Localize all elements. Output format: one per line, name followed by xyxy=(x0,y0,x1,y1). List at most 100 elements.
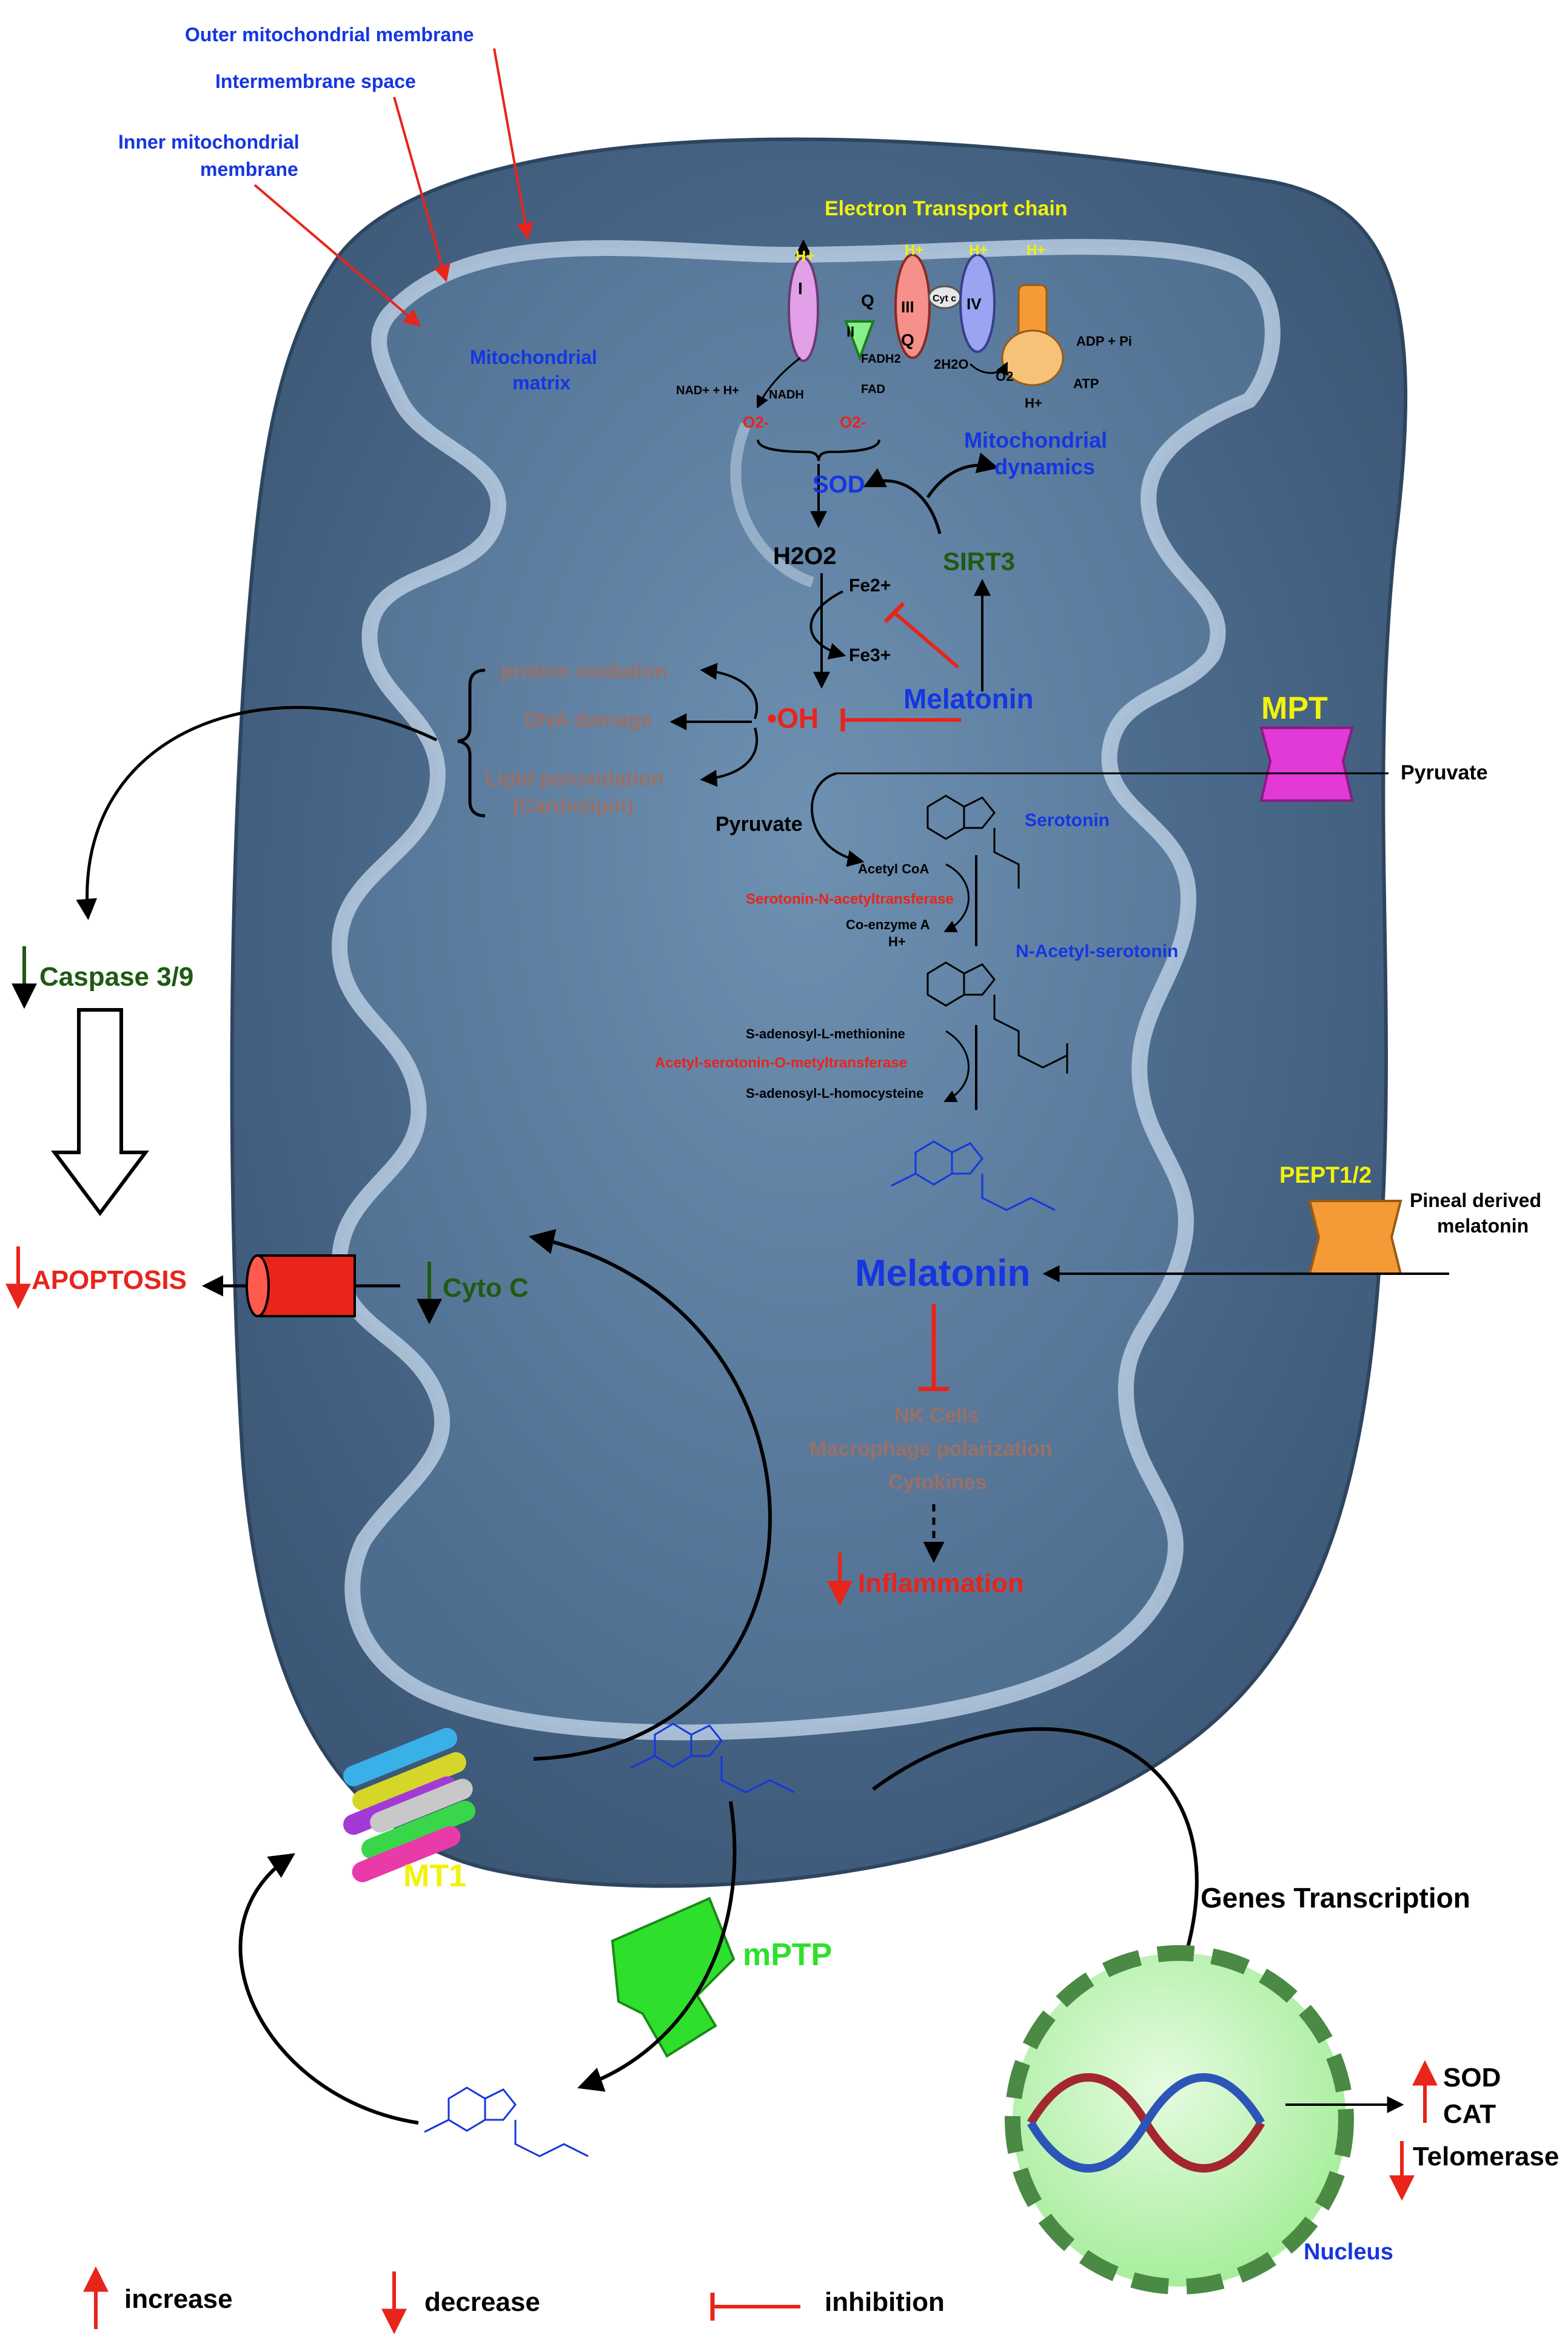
nas-structure xyxy=(926,961,1068,1074)
intermembrane-label: Intermembrane space xyxy=(215,70,416,92)
inner-membrane-label-1: Inner mitochondrial xyxy=(118,131,300,153)
legend-decrease: decrease xyxy=(424,2287,540,2317)
complex-1-label: I xyxy=(798,279,803,298)
nadh-label: NADH xyxy=(769,388,804,402)
cyto-c-label: Cyto C xyxy=(443,1273,529,1303)
dna-strand-blue xyxy=(1027,2073,1265,2173)
apoptosis-label: APOPTOSIS xyxy=(32,1265,187,1295)
sirt3-arc xyxy=(863,468,942,534)
pyruvate-arc xyxy=(811,772,865,867)
mptp-label: mPTP xyxy=(743,1937,832,1972)
nucleus-label: Nucleus xyxy=(1304,2239,1393,2265)
legend: increase decrease inhibition xyxy=(83,2266,945,2335)
nucleus xyxy=(1005,1945,1354,2295)
aanat-label: Serotonin-N-acetyltransferase xyxy=(746,891,954,907)
outer-pointer xyxy=(493,48,534,240)
legend-inhibition: inhibition xyxy=(825,2287,945,2317)
apoptosis-block: Caspase 3/9 APOPTOSIS Cyto C xyxy=(5,705,772,1761)
melatonin-molecule-bottom xyxy=(424,2086,589,2157)
inner-pointer xyxy=(253,184,421,327)
pept-transport: PEPT1/2 Pineal derived melatonin Melaton… xyxy=(855,1163,1541,1294)
h-plus-6: H+ xyxy=(1025,395,1042,411)
etc-title: Electron Transport chain xyxy=(825,197,1068,220)
pept-label: PEPT1/2 xyxy=(1279,1163,1372,1188)
melatonin-big-label: Melatonin xyxy=(855,1252,1030,1294)
cytokines-label: Cytokines xyxy=(888,1471,987,1494)
cyto-c-channel xyxy=(256,1254,356,1317)
damage-lipid: Lipid peroxidation xyxy=(485,767,664,790)
damage-brace xyxy=(457,668,486,818)
q-label-1: Q xyxy=(861,291,874,310)
complex-2-label: II xyxy=(846,324,854,340)
h2o2-label: H2O2 xyxy=(773,543,837,570)
cristae-fold-a xyxy=(730,422,814,588)
melatonin-inhibits-fe xyxy=(893,611,959,669)
melatonin-molecule-mid xyxy=(630,1723,795,1794)
pineal-label-2: melatonin xyxy=(1437,1215,1529,1237)
asmt-label: Acetyl-serotonin-O-metyltransferase xyxy=(655,1055,907,1071)
mitochondrion xyxy=(230,137,1407,1888)
q-label-2: Q xyxy=(901,331,914,349)
sah-label: S-adenosyl-L-homocysteine xyxy=(746,1086,923,1101)
bottom-to-mt1-arrow xyxy=(238,1853,419,2125)
mptp-channel xyxy=(611,1897,735,2058)
complex-4-label: IV xyxy=(967,295,982,313)
genes-transcription-label: Genes Transcription xyxy=(1201,1882,1470,1914)
complex-2 xyxy=(844,320,875,361)
ros-pathway: SOD H2O2 Fe2+ Fe3+ •OH Melatonin SIRT3 M… xyxy=(457,428,1107,818)
macrophage-label: Macrophage polarization xyxy=(809,1437,1053,1461)
pyruvate-label: Pyruvate xyxy=(715,813,803,836)
caspase-label: Caspase 3/9 xyxy=(39,962,193,992)
pept-transporter xyxy=(1308,1200,1402,1275)
h-plus-4: H+ xyxy=(969,242,988,258)
pineal-label-1: Pineal derived xyxy=(1410,1189,1541,1211)
damage-protein: protein oxidation xyxy=(500,660,668,683)
damage-dna: DNA damage xyxy=(524,708,652,731)
inflammation-label: Inflammation xyxy=(858,1568,1024,1598)
inhibit-bar-fe xyxy=(883,602,905,624)
h-plus-3: H+ xyxy=(905,242,923,258)
serotonin-structure xyxy=(926,795,1020,889)
electron-transport-chain: Electron Transport chain I II III Cyt c … xyxy=(676,197,1132,462)
nas-label: N-Acetyl-serotonin xyxy=(1016,941,1178,961)
outer-membrane-label: Outer mitochondrial membrane xyxy=(185,24,474,45)
oh-to-protein xyxy=(700,662,759,719)
o2-arrow xyxy=(969,361,1008,376)
receptor-block: MT1 mPTP Genes Transcription xyxy=(238,1723,1470,2157)
adp-label: ADP + Pi xyxy=(1076,334,1132,349)
nk-cells-label: NK Cells xyxy=(894,1404,979,1427)
cyto-c-channel-cap xyxy=(246,1254,270,1317)
coenzyme-label: Co-enzyme A xyxy=(846,917,930,932)
aanat-arc xyxy=(943,863,970,932)
mt1-label: MT1 xyxy=(403,1858,466,1894)
superoxide-2: O2- xyxy=(840,413,866,431)
h-label: H+ xyxy=(888,934,906,949)
mito-dynamics-1: Mitochondrial xyxy=(964,428,1107,452)
output-sod: SOD xyxy=(1443,2063,1501,2093)
complex-4 xyxy=(959,254,996,353)
nucleus-block: Nucleus SOD CAT Telomerase xyxy=(1005,1945,1559,2295)
fe3-label: Fe3+ xyxy=(849,645,891,665)
damage-cardiolipin: (Cardiolipin) xyxy=(512,795,634,818)
complex-1 xyxy=(788,257,819,362)
atp-synthase-head xyxy=(1001,329,1064,386)
fe2-label: Fe2+ xyxy=(849,576,891,596)
fenton-arc xyxy=(809,590,846,660)
mt1-to-cytoc xyxy=(528,1229,772,1761)
atp-label: ATP xyxy=(1073,376,1099,391)
caspase-hollow-arrow xyxy=(51,1008,149,1216)
mpt-label: MPT xyxy=(1261,691,1328,726)
damage-to-caspase xyxy=(76,705,438,920)
serotonin-label: Serotonin xyxy=(1025,810,1110,830)
sirt3-to-dynamics xyxy=(926,452,999,499)
inner-membrane xyxy=(331,238,1281,1741)
fad-label: FAD xyxy=(861,383,885,396)
inflammation-block: NK Cells Macrophage polarization Cytokin… xyxy=(809,1304,1053,1607)
mid-to-bottom-arrow xyxy=(577,1801,737,2092)
superoxide-1: O2- xyxy=(743,413,769,431)
mt1-receptor xyxy=(343,1727,475,1883)
intermembrane-pointer xyxy=(393,96,451,283)
sirt3-label: SIRT3 xyxy=(943,547,1015,576)
inner-membrane-label-2: membrane xyxy=(200,158,298,180)
mpt-transporter xyxy=(1259,727,1354,802)
